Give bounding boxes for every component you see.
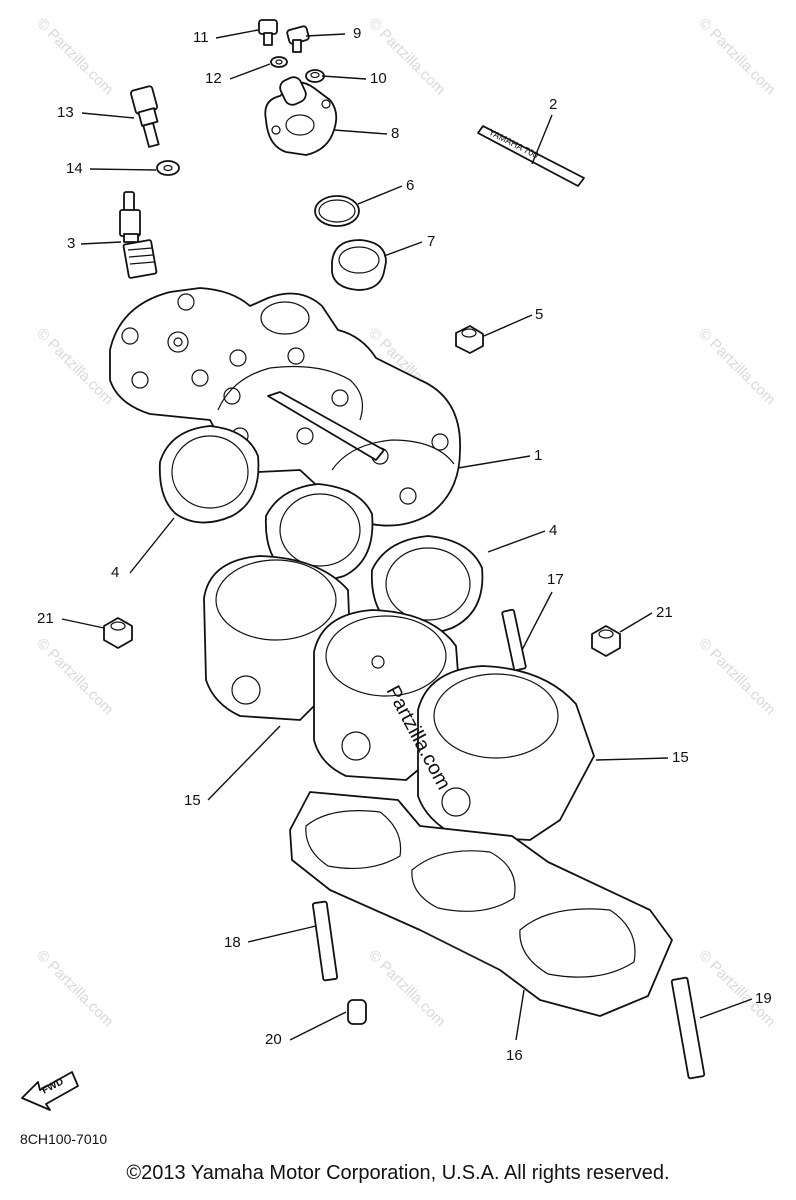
callout-number[interactable]: 18 (224, 934, 241, 951)
fwd-arrow-icon: FWD (21, 1071, 79, 1111)
part-11-bolt[interactable] (258, 19, 278, 46)
part-10-nut[interactable] (305, 69, 325, 83)
leader-line (483, 314, 533, 337)
callout-number[interactable]: 1 (534, 447, 542, 464)
leader-line (61, 618, 105, 629)
part-14-washer[interactable] (156, 160, 180, 176)
callout-number[interactable]: 16 (506, 1047, 523, 1064)
leader-line (289, 1011, 347, 1041)
callout-number[interactable]: 13 (57, 104, 74, 121)
diagram-code: 8CH100-7010 (20, 1131, 108, 1147)
leader-line (515, 989, 525, 1041)
part-8-thermostat-cover[interactable] (264, 75, 338, 156)
watermark-text: © Partzilla.com (365, 947, 448, 1030)
leader-line (487, 530, 546, 553)
watermark-text: © Partzilla.com (33, 15, 116, 98)
part-20-dowel[interactable] (347, 999, 367, 1025)
leader-line (207, 725, 281, 801)
part-15-cylinder[interactable] (203, 555, 595, 841)
part-2-decal[interactable]: YAMAHA 700 (477, 125, 585, 187)
leader-line (531, 114, 553, 165)
callout-number[interactable]: 2 (549, 96, 557, 113)
part-13-temperature-sensor[interactable] (130, 85, 160, 148)
leader-line (333, 129, 388, 135)
callout-number[interactable]: 3 (67, 235, 75, 252)
leader-line (383, 241, 423, 257)
watermark-text: © Partzilla.com (695, 325, 778, 408)
part-5-cap-nut[interactable] (455, 325, 484, 354)
callout-number[interactable]: 21 (37, 610, 54, 627)
part-6-o-ring[interactable] (314, 195, 360, 227)
watermark-text: © Partzilla.com (33, 635, 116, 718)
part-17-stud[interactable] (501, 608, 527, 672)
watermark-text: © Partzilla.com (695, 635, 778, 718)
leader-line (521, 591, 553, 651)
leader-line (80, 241, 122, 245)
leader-lines (61, 29, 753, 1041)
callout-number[interactable]: 9 (353, 25, 361, 42)
watermark-text: © Partzilla.com (33, 325, 116, 408)
leader-line (305, 33, 346, 37)
callout-number[interactable]: 12 (205, 70, 222, 87)
leader-line (129, 517, 175, 574)
callout-number[interactable]: 7 (427, 233, 435, 250)
leader-line (89, 168, 157, 171)
callout-number[interactable]: 11 (193, 29, 209, 46)
leader-line (595, 757, 669, 761)
leader-line (229, 63, 271, 80)
callout-number[interactable]: 14 (66, 160, 83, 177)
part-9-bolt[interactable] (286, 25, 310, 53)
part-3-spark-plug[interactable] (119, 191, 158, 279)
watermark-text: © Partzilla.com (695, 15, 778, 98)
callout-number[interactable]: 15 (184, 792, 201, 809)
watermark-text: © Partzilla.com (695, 947, 778, 1030)
callout-number[interactable]: 6 (406, 177, 414, 194)
part-16-base-gasket[interactable] (289, 791, 673, 1017)
leader-line (247, 925, 317, 943)
watermark-text: © Partzilla.com (33, 947, 116, 1030)
callout-number[interactable]: 15 (672, 749, 689, 766)
copyright-notice: ©2013 Yamaha Motor Corporation, U.S.A. A… (126, 1162, 670, 1184)
leader-line (457, 455, 531, 469)
leader-line (699, 998, 753, 1019)
callout-number[interactable]: 17 (547, 571, 564, 588)
decal-text: YAMAHA 700 (487, 127, 540, 161)
leader-line (215, 29, 259, 39)
part-4-head-gasket[interactable] (158, 425, 484, 635)
callout-number[interactable]: 20 (265, 1031, 282, 1048)
callout-number[interactable]: 8 (391, 125, 399, 142)
callout-number[interactable]: 19 (755, 990, 772, 1007)
leader-line (321, 75, 367, 80)
leader-line (619, 612, 653, 633)
callout-number[interactable]: 21 (656, 604, 673, 621)
callout-number[interactable]: 5 (535, 306, 543, 323)
leader-line (81, 112, 135, 119)
leader-line (357, 185, 403, 205)
callout-number[interactable]: 4 (111, 564, 119, 581)
part-7-seal-ring[interactable] (331, 239, 387, 291)
part-12-washer[interactable] (270, 56, 288, 68)
callout-number[interactable]: 4 (549, 522, 557, 539)
part-19-stud[interactable] (670, 976, 706, 1080)
part-18-stud[interactable] (311, 900, 339, 982)
part-21-flange-nut[interactable] (103, 617, 621, 657)
callout-number[interactable]: 10 (370, 70, 387, 87)
